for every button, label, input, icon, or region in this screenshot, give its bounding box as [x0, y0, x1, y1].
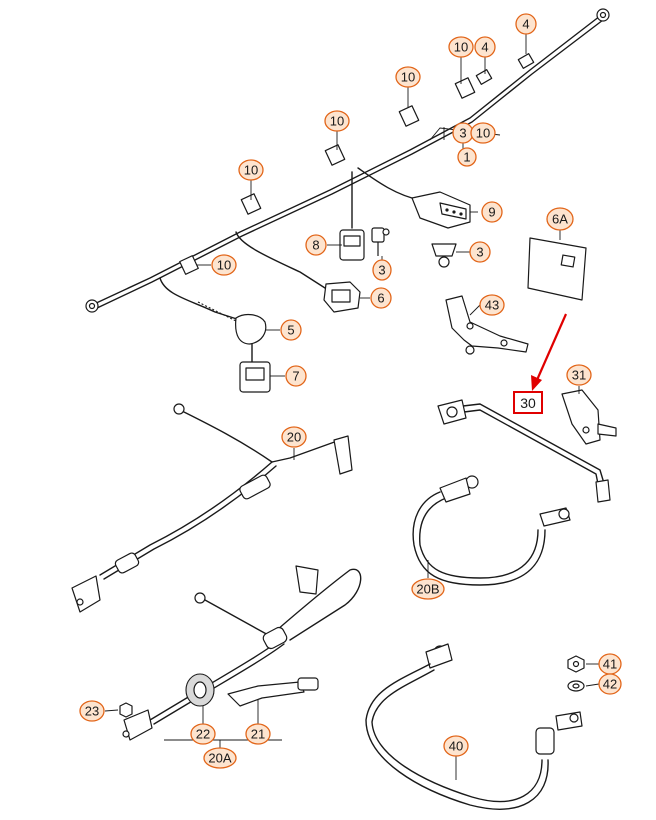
svg-text:3: 3 [378, 263, 385, 278]
callout-6[interactable]: 6 [370, 287, 392, 309]
callout-31[interactable]: 31 [566, 364, 592, 386]
svg-text:10: 10 [244, 163, 258, 178]
highlight-callout-30[interactable]: 30 [513, 391, 543, 414]
svg-text:8: 8 [312, 238, 319, 253]
callout-10-e[interactable]: 10 [211, 254, 237, 276]
harness-clips [179, 53, 535, 275]
svg-text:10: 10 [476, 126, 490, 141]
bracket-31 [561, 389, 617, 445]
callout-10-a[interactable]: 10 [448, 36, 474, 58]
svg-text:20: 20 [287, 430, 301, 445]
callout-42[interactable]: 42 [598, 673, 622, 695]
svg-text:20B: 20B [416, 582, 439, 597]
sensor-21 [227, 677, 319, 707]
svg-text:10: 10 [330, 114, 344, 129]
sensor-3-mid [431, 243, 457, 268]
svg-text:4: 4 [522, 17, 529, 32]
battery-cable-30 [437, 399, 611, 503]
svg-text:5: 5 [287, 323, 294, 338]
svg-text:21: 21 [251, 727, 265, 742]
svg-text:6A: 6A [552, 212, 568, 227]
svg-text:1: 1 [463, 150, 470, 165]
callout-43[interactable]: 43 [479, 294, 505, 316]
callout-8[interactable]: 8 [305, 234, 327, 256]
svg-text:20A: 20A [208, 751, 231, 766]
callout-10-d[interactable]: 10 [238, 159, 264, 181]
nut-23 [119, 702, 133, 718]
highlight-arrow [531, 313, 568, 391]
callout-4[interactable]: 4 [474, 36, 496, 58]
callout-5[interactable]: 5 [280, 319, 302, 341]
svg-text:6: 6 [377, 291, 384, 306]
harness-20A [122, 565, 362, 741]
callout-20[interactable]: 20 [281, 426, 307, 448]
svg-text:40: 40 [449, 739, 463, 754]
callout-10-group[interactable]: 10 [470, 122, 496, 144]
svg-text:3: 3 [476, 245, 483, 260]
bracket-43 [445, 295, 529, 355]
callout-22[interactable]: 22 [190, 723, 216, 745]
sensor-3-upper [371, 227, 390, 256]
callout-4-top[interactable]: 4 [515, 13, 537, 35]
connector-9 [411, 191, 471, 229]
svg-text:10: 10 [217, 258, 231, 273]
svg-text:43: 43 [485, 298, 499, 313]
callout-10-b[interactable]: 10 [395, 66, 421, 88]
svg-text:7: 7 [292, 369, 299, 384]
callout-20B[interactable]: 20B [411, 578, 445, 600]
callout-23[interactable]: 23 [79, 700, 105, 722]
connector-8 [339, 229, 365, 261]
svg-text:22: 22 [196, 727, 210, 742]
connector-6 [323, 281, 361, 313]
svg-text:9: 9 [488, 205, 495, 220]
callout-41[interactable]: 41 [598, 653, 622, 675]
sensor-5 [235, 313, 267, 345]
label-sticker-6A [527, 237, 587, 301]
callout-20A[interactable]: 20A [203, 747, 237, 769]
svg-text:41: 41 [603, 657, 617, 672]
harness-20 [71, 403, 353, 613]
washer-42 [567, 680, 585, 692]
callout-40[interactable]: 40 [443, 735, 469, 757]
ground-cable-40 [365, 643, 583, 810]
harness-20B [412, 475, 571, 586]
svg-text:10: 10 [454, 40, 468, 55]
callout-1[interactable]: 1 [457, 147, 477, 167]
callout-9[interactable]: 9 [481, 201, 503, 223]
svg-text:30: 30 [520, 395, 536, 411]
callout-3-sensor-b[interactable]: 3 [469, 241, 491, 263]
svg-text:31: 31 [572, 368, 586, 383]
connector-7 [239, 343, 271, 393]
nut-41 [567, 655, 585, 673]
svg-text:23: 23 [85, 704, 99, 719]
svg-text:3: 3 [459, 126, 466, 141]
svg-text:4: 4 [481, 40, 488, 55]
callout-3-sensor-a[interactable]: 3 [372, 259, 392, 281]
leader-lines [104, 34, 600, 780]
svg-text:10: 10 [401, 70, 415, 85]
callout-21[interactable]: 21 [245, 723, 271, 745]
callout-6A[interactable]: 6A [546, 207, 574, 231]
svg-text:42: 42 [603, 677, 617, 692]
callout-10-c[interactable]: 10 [324, 110, 350, 132]
callout-7[interactable]: 7 [285, 365, 307, 387]
callout-3-group[interactable]: 3 [452, 122, 474, 144]
